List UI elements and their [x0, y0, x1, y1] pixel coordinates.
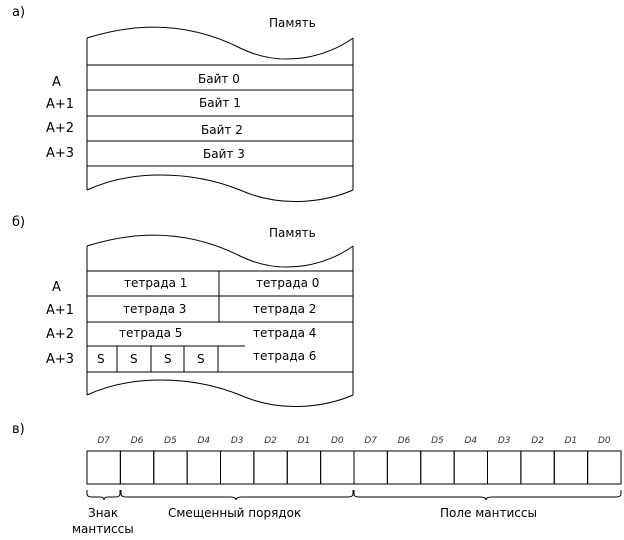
bit-cell [320, 450, 355, 485]
bit-cell [186, 450, 222, 485]
mantissa-bracket [353, 490, 622, 501]
bit-cell [553, 450, 589, 485]
bit-cell [353, 450, 388, 485]
bit-cell [220, 450, 255, 485]
bit-label: D1 [298, 436, 311, 446]
section-a-addr-0: A [52, 75, 61, 90]
section-a-byte-1: Байт 1 [199, 96, 241, 110]
bit-label: D4 [464, 436, 477, 446]
bit-label: D5 [431, 436, 444, 446]
exponent-bracket [120, 490, 354, 501]
section-a-byte-0: Байт 0 [198, 72, 240, 86]
section-b-sign-1: S [130, 352, 138, 366]
bit-cell [420, 450, 455, 485]
bit-cell [587, 450, 622, 485]
sign-label-line2: мантиссы [72, 522, 134, 536]
section-a-addr-1: A+1 [46, 97, 74, 112]
bit-label: D5 [164, 436, 177, 446]
bit-label: D4 [197, 436, 210, 446]
section-b-tetrad-5: тетрада 5 [119, 326, 182, 340]
bit-label: D6 [398, 436, 411, 446]
bit-cell [386, 450, 422, 485]
bit-cell [453, 450, 489, 485]
section-b: б) Память A A+1 A+2 A+3 тетрада 1 тетрад… [12, 215, 354, 407]
section-c: в) D7 D6 D5 D4 D3 D2 D1 D0 D7 D6 D5 D4 D3 D2 D1 D0 Знак… [12, 422, 622, 536]
section-a: а) Память A A+1 A+2 A+3 Байт 0 Байт 1 Ба… [12, 5, 354, 202]
section-a-row-lines [87, 64, 353, 167]
section-b-tetrad-2: тетрада 2 [253, 302, 316, 316]
bit-cell [487, 450, 522, 485]
section-a-frame [86, 26, 354, 202]
bit-label: D7 [97, 436, 110, 446]
section-b-addr-1: A+1 [46, 303, 74, 318]
bit-label: D7 [364, 436, 377, 446]
sign-label-line1: Знак [88, 506, 118, 520]
section-b-addr-0: A [52, 280, 61, 295]
section-b-frame [86, 234, 354, 407]
section-b-tetrad-0: тетрада 0 [256, 276, 319, 290]
section-b-addr-3: A+3 [46, 352, 74, 367]
section-b-tetrad-4: тетрада 4 [253, 326, 316, 340]
bit-cell [86, 450, 121, 485]
section-a-label: а) [12, 5, 25, 20]
section-b-grid-lines [87, 270, 353, 373]
section-b-tetrad-1: тетрада 1 [124, 276, 187, 290]
bit-label: D0 [598, 436, 611, 446]
section-a-addr-2: A+2 [46, 121, 74, 136]
bit-cells [86, 450, 622, 485]
bit-label: D2 [531, 436, 544, 446]
section-a-title: Память [269, 16, 316, 30]
section-a-byte-3: Байт 3 [203, 147, 245, 161]
section-b-tetrad-6: тетрада 6 [253, 349, 316, 363]
bit-label: D3 [231, 436, 244, 446]
bit-cell [253, 450, 288, 485]
section-a-addr-3: A+3 [46, 146, 74, 161]
bit-labels: D7 D6 D5 D4 D3 D2 D1 D0 D7 D6 D5 D4 D3 D2 D1 D0 [97, 436, 611, 446]
bit-label: D2 [264, 436, 277, 446]
exponent-label: Смещенный порядок [168, 506, 301, 520]
mantissa-label: Поле мантиссы [440, 506, 537, 520]
bit-cell [520, 450, 555, 485]
section-b-title: Память [269, 226, 316, 240]
bit-label: D0 [331, 436, 344, 446]
bit-label: D3 [498, 436, 511, 446]
sign-bracket [86, 490, 121, 501]
section-a-byte-2: Байт 2 [201, 123, 243, 137]
bit-cell [119, 450, 155, 485]
section-b-tetrad-3: тетрада 3 [123, 302, 186, 316]
bit-label: D1 [565, 436, 578, 446]
bit-label: D6 [131, 436, 144, 446]
section-b-addr-2: A+2 [46, 327, 74, 342]
section-b-sign-2: S [164, 352, 172, 366]
section-b-sign-0: S [97, 352, 105, 366]
bit-cell [153, 450, 188, 485]
bit-cell [286, 450, 322, 485]
section-b-sign-3: S [197, 352, 205, 366]
section-b-label: б) [12, 215, 25, 230]
section-c-label: в) [12, 422, 25, 437]
